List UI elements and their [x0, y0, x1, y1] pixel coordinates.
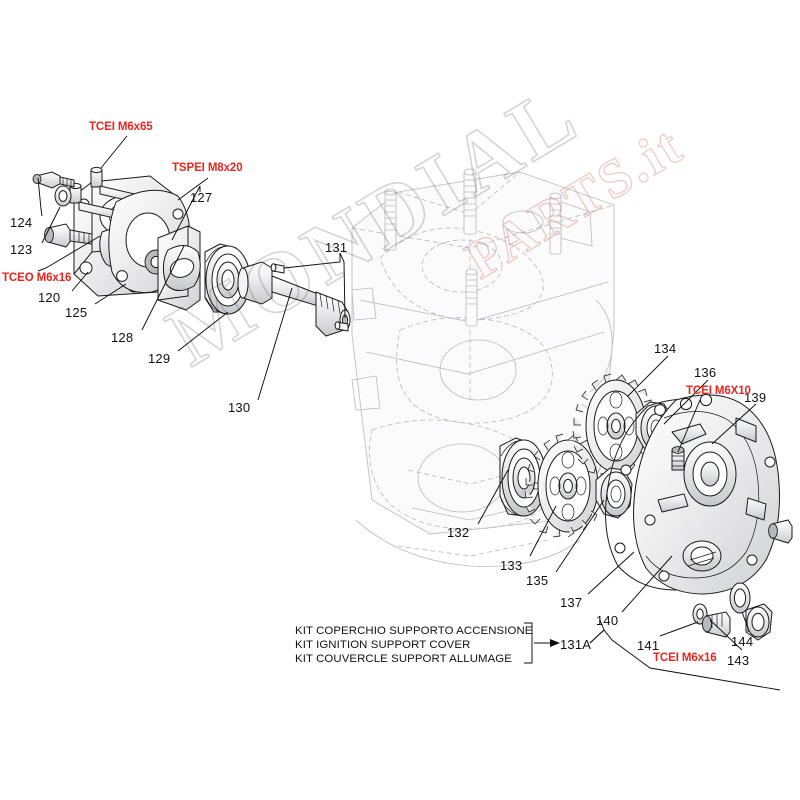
callout-127: 127 — [190, 190, 213, 205]
callout-140: 140 — [596, 613, 619, 628]
part-140-ignition-cover — [633, 393, 780, 595]
callout-144: 144 — [731, 634, 754, 649]
part-135-hex-nut — [595, 467, 633, 519]
callout-128: 128 — [111, 330, 134, 345]
kit-line-fr: KIT COUVERCLE SUPPORT ALLUMAGE — [295, 653, 512, 666]
kit-bracket — [524, 619, 781, 691]
part-141-washer — [692, 603, 708, 625]
callout-123: 123 — [10, 242, 33, 257]
kit-legend: KIT COPERCHIO SUPPORTO ACCENSIONE KIT IG… — [295, 624, 533, 667]
kit-line-it: KIT COPERCHIO SUPPORTO ACCENSIONE — [295, 625, 533, 637]
part-123-oring — [54, 185, 72, 207]
callout-143: 143 — [727, 653, 750, 668]
part-131-dowel-pins — [270, 263, 349, 332]
callout-131: 131 — [325, 240, 348, 255]
callout-125: 125 — [65, 305, 88, 320]
callout-tcei-m6x16: TCEI M6x16 — [653, 652, 717, 664]
callout-135: 135 — [526, 573, 549, 588]
callout-129: 129 — [148, 351, 171, 366]
callout-133: 133 — [500, 558, 523, 573]
callout-141: 141 — [637, 638, 660, 653]
callout-134: 134 — [654, 341, 677, 356]
callout-tceo-m6x16: TCEO M6x16 — [2, 272, 72, 284]
part-133-sprocket — [524, 433, 608, 538]
callout-tcei-m6x10: TCEI M6X10 — [686, 385, 751, 397]
callout-120: 120 — [38, 290, 61, 305]
part-124-fitting — [32, 171, 75, 189]
part-120-bolt-tceo-m6x16 — [44, 223, 93, 248]
part-129-bearing — [204, 243, 251, 315]
callout-tcei-m6x65: TCEI M6x65 — [89, 121, 153, 133]
leader-lines — [37, 135, 757, 651]
ghost-studs — [384, 168, 562, 327]
part-143-bolt-tcei-m6x16 — [701, 611, 731, 638]
callout-tspei-m8x20: TSPEI M8x20 — [172, 162, 243, 174]
part-139-bolt — [768, 519, 793, 544]
callout-124: 124 — [10, 215, 33, 230]
callout-139: 139 — [744, 390, 767, 405]
part-128-bracket — [157, 225, 201, 311]
part-144-spacer — [729, 582, 773, 641]
callout-130: 130 — [228, 400, 251, 415]
callout-136: 136 — [694, 365, 717, 380]
bolt-tcei-m6x10 — [671, 446, 685, 471]
callout-137: 137 — [560, 595, 583, 610]
callout-132: 132 — [447, 525, 470, 540]
kit-ref-131A: 131A — [560, 637, 592, 652]
part-130-camshaft — [237, 261, 351, 337]
kit-line-en: KIT IGNITION SUPPORT COVER — [295, 639, 471, 652]
